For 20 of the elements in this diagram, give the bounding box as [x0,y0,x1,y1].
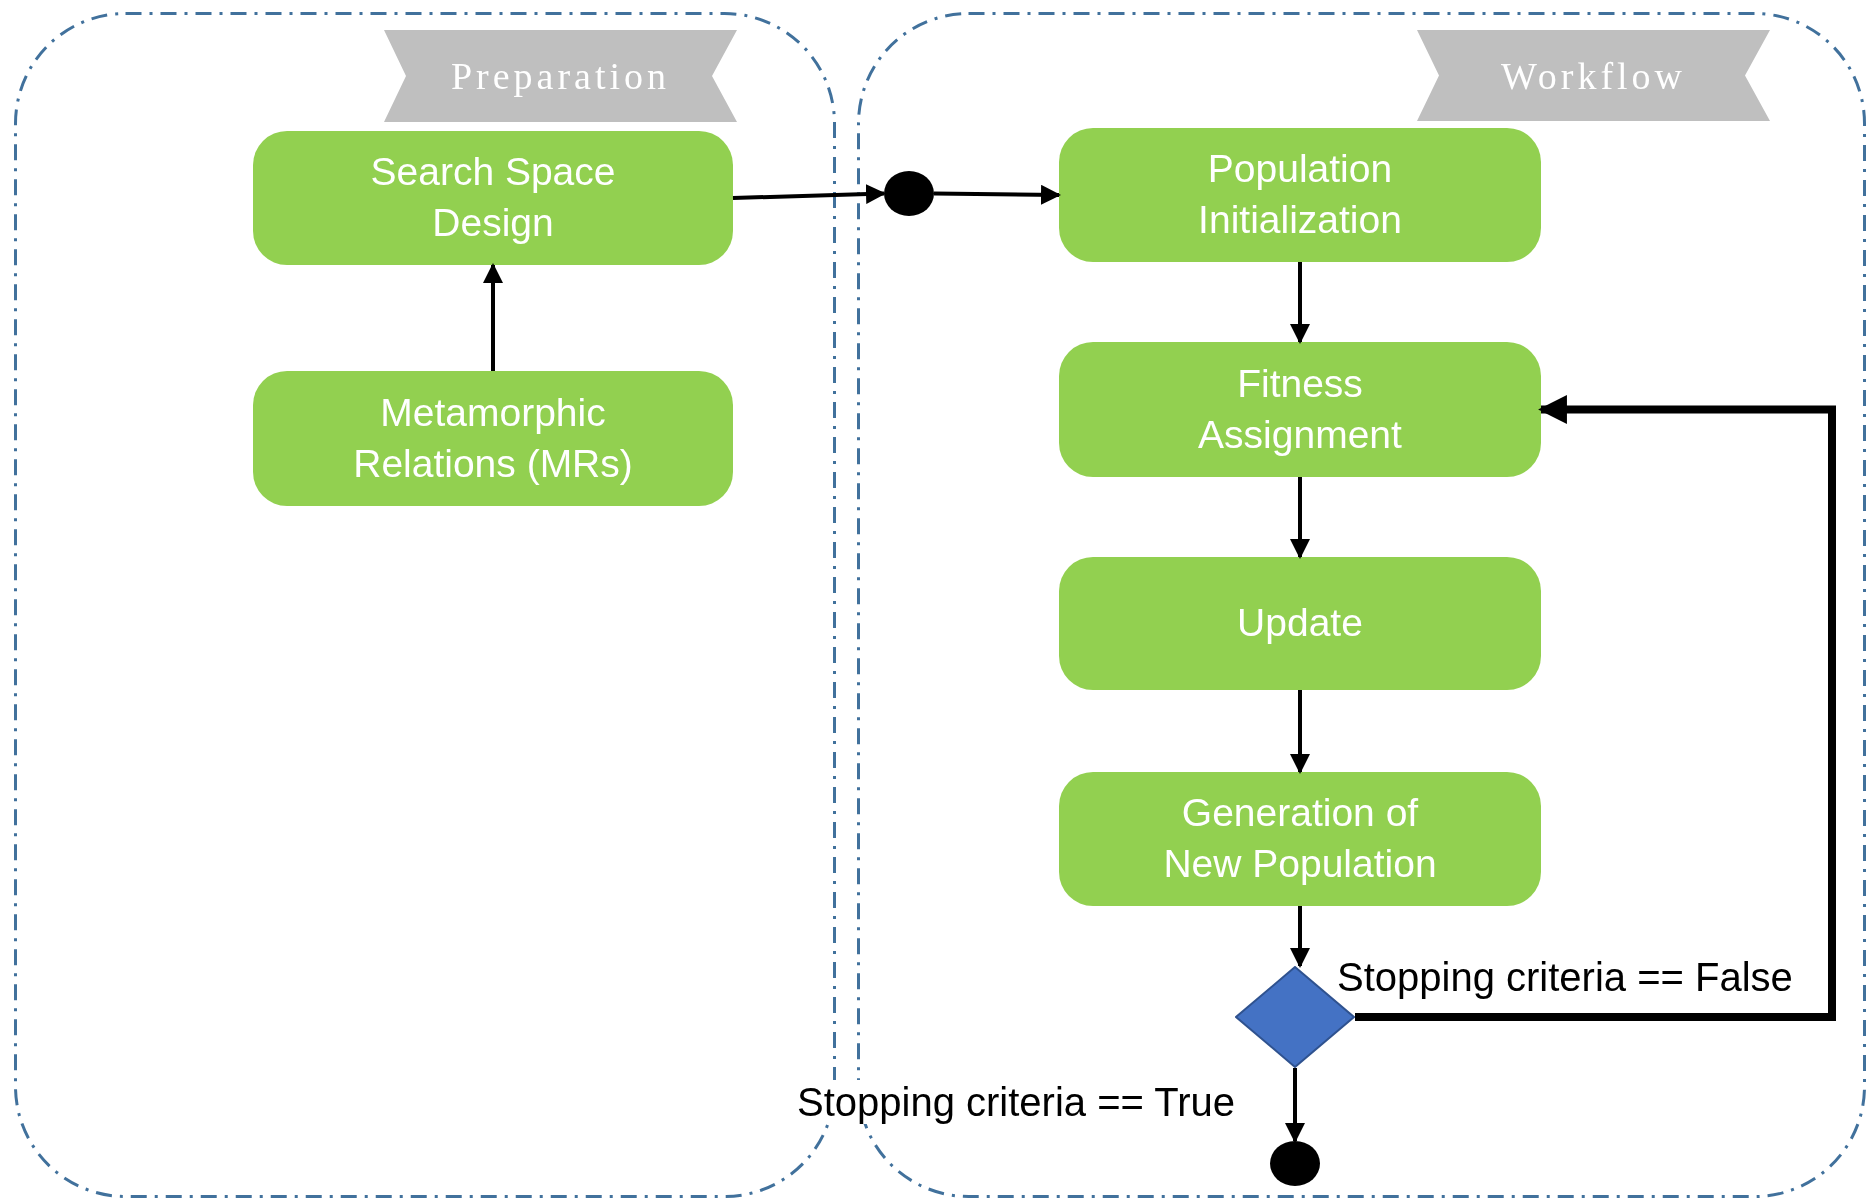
arrow [732,184,886,205]
process-box: Metamorphic Relations (MRs) [253,371,733,506]
arrow [1290,477,1310,559]
arrow [1355,395,1836,1021]
arrow [933,184,1061,205]
terminal-dot [884,171,934,216]
edge-label: Stopping criteria == True [797,1080,1236,1124]
process-box: Search Space Design [253,131,733,265]
terminal-dot [1270,1141,1320,1186]
section-banner: Workflow [1417,30,1770,121]
arrow [1290,690,1310,774]
section-banner: Preparation [384,30,737,122]
process-box: Generation of New Population [1059,772,1541,906]
process-box: Population Initialization [1059,128,1541,262]
process-box: Update [1059,557,1541,690]
arrow [483,263,503,371]
arrow [1290,906,1310,968]
arrow [1290,262,1310,344]
arrow [1285,1068,1305,1143]
process-box: Fitness Assignment [1059,342,1541,477]
